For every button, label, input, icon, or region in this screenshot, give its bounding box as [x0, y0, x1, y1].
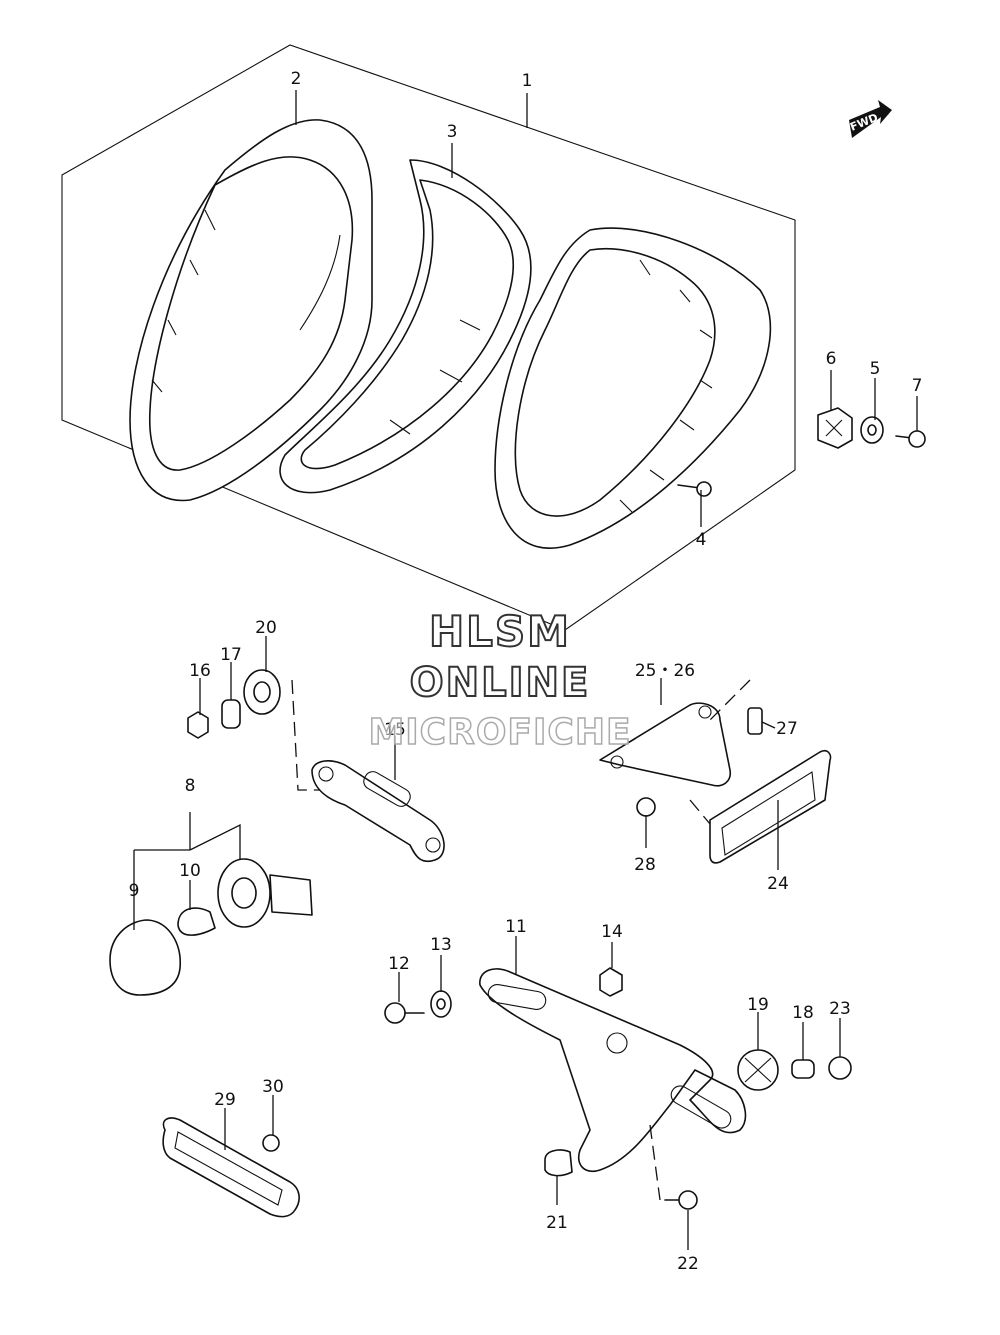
nut-part-30 — [262, 1134, 280, 1152]
tail-lamp-gasket-part — [279, 159, 532, 494]
callout-20: 20 — [255, 618, 277, 638]
callout-labels: 1 2 3 4 5 6 7 8 9 10 11 12 13 14 15 16 1… — [129, 69, 923, 1274]
bracket-part-15 — [311, 760, 445, 863]
tail-lamp-rim-part — [129, 119, 373, 502]
assembly-guide-line — [291, 679, 320, 791]
callout-13: 13 — [430, 935, 452, 955]
washer-part-5 — [860, 416, 884, 444]
callout-25-26: 25・26 — [635, 661, 695, 681]
callout-2: 2 — [291, 69, 302, 89]
callout-8: 8 — [185, 776, 196, 796]
license-bracket-part-11 — [479, 968, 747, 1172]
fwd-label: FWD — [848, 111, 880, 134]
nut-part-14 — [599, 967, 623, 997]
callout-7: 7 — [912, 376, 923, 396]
callout-30: 30 — [262, 1077, 284, 1097]
callout-9: 9 — [129, 881, 140, 901]
callout-24: 24 — [767, 874, 789, 894]
lens-part-9 — [109, 919, 181, 996]
nut-part-28 — [636, 797, 656, 817]
bolt-part-27 — [747, 707, 763, 735]
callout-1: 1 — [522, 71, 533, 91]
callout-5: 5 — [870, 359, 881, 379]
callout-14: 14 — [601, 922, 623, 942]
callout-12: 12 — [388, 954, 410, 974]
callout-17: 17 — [220, 645, 242, 665]
callout-23: 23 — [829, 999, 851, 1019]
reflector-part-29 — [162, 1117, 300, 1218]
assembly-guide-line-3 — [649, 1124, 661, 1201]
screw-part-22 — [664, 1190, 698, 1210]
grommet-part-6 — [817, 407, 853, 449]
callout-18: 18 — [792, 1003, 814, 1023]
bracket-part-25-26 — [599, 702, 732, 787]
nut-part-16 — [187, 711, 209, 739]
callout-28: 28 — [634, 855, 656, 875]
spacer-part-18 — [791, 1059, 815, 1079]
grommet-part-19 — [737, 1049, 779, 1091]
reflector-part-24 — [709, 750, 832, 864]
callout-15: 15 — [384, 720, 406, 740]
callout-6: 6 — [826, 349, 837, 369]
callout-10: 10 — [179, 861, 201, 881]
watermark-line-3: MICROFICHE — [368, 711, 632, 754]
callout-29: 29 — [214, 1090, 236, 1110]
callout-11: 11 — [505, 917, 527, 937]
tail-lamp-lens-part — [494, 227, 772, 549]
callout-21: 21 — [546, 1213, 568, 1233]
socket-part-8 — [217, 858, 313, 928]
watermark-line-1: HLSM — [428, 606, 571, 657]
nut-part-23 — [828, 1056, 852, 1080]
callout-3: 3 — [447, 122, 458, 142]
grommet-part-20 — [243, 669, 281, 715]
bulb-part-10 — [177, 907, 216, 936]
cap-part-21 — [544, 1149, 573, 1177]
screw-part-4 — [677, 481, 712, 497]
callout-4: 4 — [696, 530, 707, 550]
callout-27: 27 — [776, 719, 798, 739]
screw-part-7 — [895, 430, 926, 448]
leader-lines — [133, 90, 918, 1250]
callout-16: 16 — [189, 661, 211, 681]
bolt-part-12 — [384, 1002, 425, 1024]
callout-22: 22 — [677, 1254, 699, 1274]
watermark-line-2: ONLINE — [409, 659, 591, 707]
callout-19: 19 — [747, 995, 769, 1015]
fwd-arrow-icon: FWD — [848, 100, 892, 138]
washer-part-13 — [430, 990, 452, 1018]
tail-lamp-assembly-box — [61, 44, 796, 631]
